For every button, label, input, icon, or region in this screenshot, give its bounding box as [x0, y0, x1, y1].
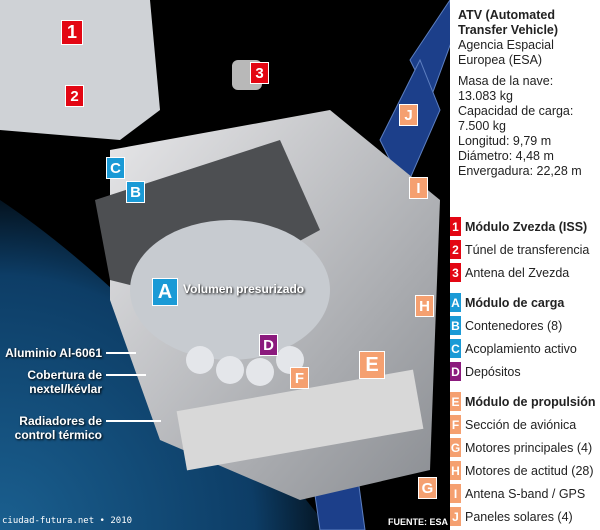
marker-b: B: [126, 181, 145, 203]
spec: Envergadura: 22,28 m: [458, 164, 582, 178]
legend-item: 1 Módulo Zvezda (ISS): [450, 216, 596, 237]
marker-1: 1: [61, 20, 83, 45]
marker-h: H: [415, 295, 434, 317]
marker-i: I: [409, 177, 428, 199]
marker-2: 2: [65, 85, 84, 107]
legend-label: Acoplamiento activo: [465, 341, 577, 356]
legend-badge: B: [450, 316, 461, 335]
legend-item: 3 Antena del Zvezda: [450, 262, 596, 283]
legend-label: Antena S-band / GPS: [465, 486, 586, 501]
legend-item: 2 Túnel de transferencia: [450, 239, 596, 260]
source: FUENTE: ESA: [388, 517, 449, 527]
legend-label: Depósitos: [465, 364, 521, 379]
marker-3: 3: [250, 62, 269, 84]
marker-e: E: [359, 351, 385, 379]
legend-badge: G: [450, 438, 461, 457]
spec: Diámetro: 4,48 m: [458, 149, 554, 163]
legend-item: C Acoplamiento activo: [450, 338, 596, 359]
legend-badge: 2: [450, 240, 461, 259]
atv-info: ATV (Automated Transfer Vehicle) Agencia…: [458, 8, 600, 179]
atv-title: ATV (Automated Transfer Vehicle): [458, 8, 559, 37]
legend-badge: D: [450, 362, 461, 381]
zvezda-module: [0, 0, 160, 140]
legend-item: I Antena S-band / GPS: [450, 483, 596, 504]
spec: 13.083 kg: [458, 89, 513, 103]
spec: Masa de la nave:: [458, 74, 554, 88]
legend-badge: 1: [450, 217, 461, 236]
marker-g: G: [418, 477, 437, 499]
agency: Agencia Espacial Europea (ESA): [458, 38, 554, 67]
legend-label: Túnel de transferencia: [465, 242, 590, 257]
legend-label: Paneles solares (4): [465, 509, 573, 524]
legend: 1 Módulo Zvezda (ISS) 2 Túnel de transferen…: [450, 216, 596, 529]
legend-label: Antena del Zvezda: [465, 265, 570, 280]
legend-item: J Paneles solares (4): [450, 506, 596, 527]
legend-label: Módulo Zvezda (ISS): [465, 219, 588, 234]
legend-label: Motores principales (4): [465, 440, 593, 455]
marker-a: A: [152, 278, 178, 306]
propulsion-module: [176, 369, 424, 471]
marker-c: C: [106, 157, 125, 179]
callout-aluminum: Aluminio Al-6061: [5, 346, 102, 360]
volume-label: Volumen presurizado: [183, 282, 305, 296]
legend-label: Módulo de propulsión: [465, 394, 596, 409]
legend-label: Sección de aviónica: [465, 417, 577, 432]
legend-item: E Módulo de propulsión: [450, 391, 596, 412]
spec: Longitud: 9,79 m: [458, 134, 552, 148]
spec: 7.500 kg: [458, 119, 506, 133]
legend-item: B Contenedores (8): [450, 315, 596, 336]
credit: ciudad-futura.net • 2010: [2, 516, 133, 526]
info-panel: [450, 0, 600, 530]
legend-item: G Motores principales (4): [450, 437, 596, 458]
marker-j: J: [399, 104, 418, 126]
marker-f: F: [290, 367, 309, 389]
legend-badge: E: [450, 392, 461, 411]
legend-badge: C: [450, 339, 461, 358]
legend-item: A Módulo de carga: [450, 292, 596, 313]
legend-badge: H: [450, 461, 461, 480]
callout-radiators: Radiadores de control térmico: [14, 414, 102, 442]
legend-label: Módulo de carga: [465, 295, 565, 310]
legend-badge: F: [450, 415, 461, 434]
legend-label: Motores de actitud (28): [465, 463, 594, 478]
legend-item: H Motores de actitud (28): [450, 460, 596, 481]
marker-d: D: [259, 334, 278, 356]
legend-badge: 3: [450, 263, 461, 282]
spec: Capacidad de carga:: [458, 104, 574, 118]
legend-label: Contenedores (8): [465, 318, 563, 333]
pressurized-volume: [130, 220, 330, 360]
legend-item: D Depósitos: [450, 361, 596, 382]
atv-illustration: [0, 0, 452, 530]
legend-item: F Sección de aviónica: [450, 414, 596, 435]
legend-badge: A: [450, 293, 461, 312]
legend-badge: I: [450, 484, 461, 503]
callout-nextel: Cobertura de nextel/kévlar: [27, 368, 102, 396]
legend-badge: J: [450, 507, 461, 526]
